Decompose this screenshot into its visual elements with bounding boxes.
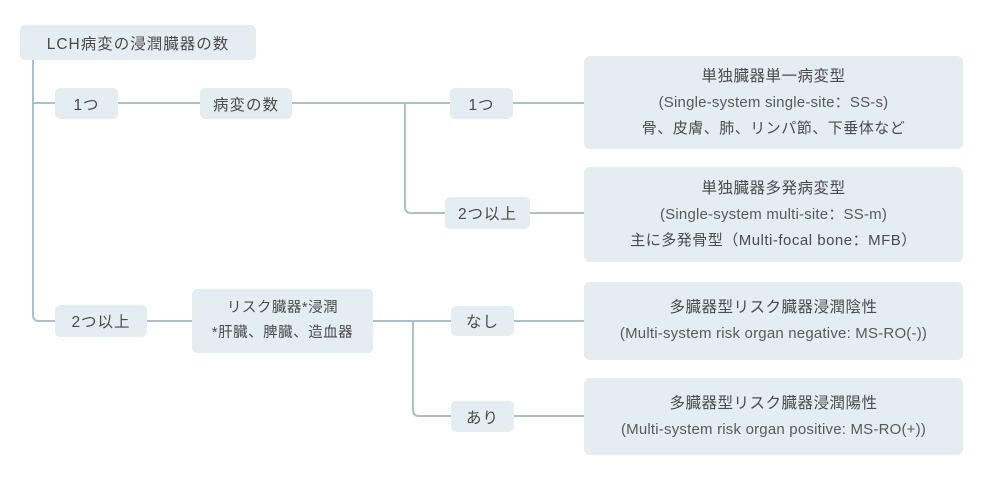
ss-s-title: 単独臓器単一病変型 xyxy=(701,67,846,85)
branch-node-one-organ: 1つ xyxy=(55,88,118,119)
branch-one-label: 1つ xyxy=(73,96,100,114)
risk-no-label: なし xyxy=(465,314,499,331)
branch-multi-label: 2つ以上 xyxy=(71,314,131,331)
decision-node-risk-organ: リスク臓器*浸潤 *肝臓、脾臓、造血器 xyxy=(192,289,373,353)
ss-s-examples: 骨、皮膚、肺、リンパ節、下垂体など xyxy=(641,119,906,137)
risk-yes-label: あり xyxy=(465,409,499,427)
result-node-multi-system-ro-positive: 多臓器型リスク臓器浸潤陽性 (Multi-system risk organ p… xyxy=(584,378,963,455)
ss-m-subtitle: (Single-system multi-site：SS-m) xyxy=(659,205,888,223)
risk-organ-line1: リスク臓器*浸潤 xyxy=(226,300,339,316)
result-node-multi-system-ro-negative: 多臓器型リスク臓器浸潤陰性 (Multi-system risk organ n… xyxy=(584,282,963,360)
ro-neg-subtitle: (Multi-system risk organ negative: MS-RO… xyxy=(619,325,928,342)
connector-risk-branch xyxy=(412,321,451,417)
root-node-label: LCH病変の浸潤臓器の数 xyxy=(46,35,230,53)
ro-neg-title: 多臓器型リスク臓器浸潤陰性 xyxy=(669,299,878,316)
ro-pos-title: 多臓器型リスク臓器浸潤陽性 xyxy=(669,394,878,412)
lesion-one-label: 1つ xyxy=(468,96,495,114)
branch-node-multi-lesion: 2つ以上 xyxy=(445,197,530,229)
result-node-single-system-multi-site: 単独臓器多発病変型 (Single-system multi-site：SS-m… xyxy=(584,167,963,262)
connector-lesioncount-branch xyxy=(404,103,445,214)
lesion-multi-label: 2つ以上 xyxy=(457,206,518,223)
connector-root-spine xyxy=(32,59,55,322)
branch-node-one-lesion: 1つ xyxy=(450,88,513,119)
ss-m-note: 主に多発骨型（Multi-focal bone：MFB） xyxy=(630,231,917,249)
ro-pos-subtitle: (Multi-system risk organ positive: MS-RO… xyxy=(620,420,927,438)
result-node-single-system-single-site: 単独臓器単一病変型 (Single-system single-site：SS-… xyxy=(584,56,963,149)
branch-node-risk-no: なし xyxy=(451,306,514,336)
branch-node-multi-organ: 2つ以上 xyxy=(55,305,147,337)
branch-node-risk-yes: あり xyxy=(451,401,514,432)
ss-m-title: 単独臓器多発病変型 xyxy=(701,179,846,197)
lesion-count-label: 病変の数 xyxy=(212,96,279,114)
ss-s-subtitle: (Single-system single-site：SS-s) xyxy=(658,93,889,111)
root-node-organ-count: LCH病変の浸潤臓器の数 xyxy=(20,25,256,60)
risk-organ-line2: *肝臓、脾臓、造血器 xyxy=(211,325,354,341)
decision-node-lesion-count: 病変の数 xyxy=(200,88,292,119)
